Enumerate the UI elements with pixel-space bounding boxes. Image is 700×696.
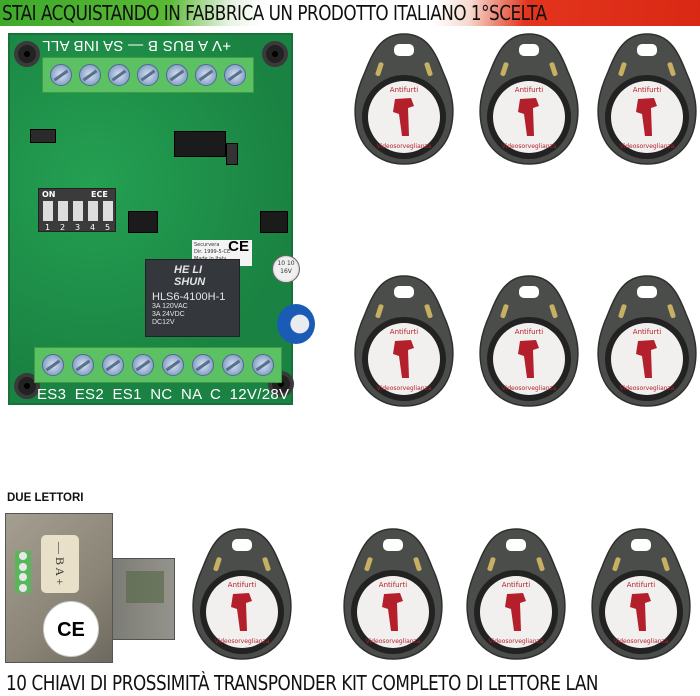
screw-terminal	[107, 64, 130, 86]
ic-chip	[174, 131, 226, 157]
svg-text:Videosorveglianza: Videosorveglianza	[215, 638, 270, 645]
svg-text:Antifurti: Antifurti	[515, 86, 543, 94]
transponder-key-fob: Antifurti Videosorveglianza	[476, 32, 582, 166]
svg-text:Antifurti: Antifurti	[502, 581, 530, 589]
svg-text:Videosorveglianza: Videosorveglianza	[502, 143, 557, 150]
transponder-key-fob: Antifurti Videosorveglianza	[594, 32, 700, 166]
banner-title: STAI ACQUISTANDO IN FABBRICA UN PRODOTTO…	[2, 1, 547, 25]
screw-terminal	[195, 64, 218, 86]
svg-text:Antifurti: Antifurti	[379, 581, 407, 589]
transponder-key-fob: Antifurti Videosorveglianza	[189, 527, 295, 661]
ic-chip	[260, 211, 288, 233]
svg-text:Antifurti: Antifurti	[228, 581, 256, 589]
electrolytic-capacitor	[277, 304, 315, 344]
push-button	[226, 143, 238, 165]
screw-terminal	[136, 64, 159, 86]
top-terminal-block	[42, 57, 254, 93]
bottom-terminal-block	[34, 347, 282, 383]
transponder-key-fob: Antifurti Videosorveglianza	[351, 32, 457, 166]
svg-text:Antifurti: Antifurti	[390, 86, 418, 94]
relay: HE LI SHUN HLS6-4100H-1 3A 120VAC 3A 24V…	[145, 259, 240, 337]
svg-text:Videosorveglianza: Videosorveglianza	[377, 143, 432, 150]
screw-terminal	[49, 64, 72, 86]
svg-text:Antifurti: Antifurti	[633, 86, 661, 94]
svg-text:Videosorveglianza: Videosorveglianza	[502, 385, 557, 392]
svg-text:Videosorveglianza: Videosorveglianza	[377, 385, 432, 392]
dip-switch: ON ECE 1 2 3 4 5	[38, 188, 116, 232]
transponder-key-fob: Antifurti Videosorveglianza	[594, 274, 700, 408]
footer-caption: 10 CHIAVI DI PROSSIMITÀ TRANSPONDER KIT …	[6, 671, 599, 695]
svg-text:Videosorveglianza: Videosorveglianza	[620, 385, 675, 392]
svg-text:Antifurti: Antifurti	[633, 328, 661, 336]
svg-text:Videosorveglianza: Videosorveglianza	[489, 638, 544, 645]
top-terminal-labels: +V A BUS B — SA INB ALL	[42, 37, 232, 54]
reader-terminal	[15, 551, 31, 593]
reader-connector	[105, 558, 175, 640]
reader-title: DUE LETTORI	[7, 492, 84, 504]
screw-terminal	[78, 64, 101, 86]
bottom-terminal-labels: ES3 ES2 ES1 NC NA C 12V/28V	[37, 386, 290, 403]
capacitor: 10 10 16V	[272, 255, 300, 283]
transponder-key-fob: Antifurti Videosorveglianza	[351, 274, 457, 408]
header-banner	[0, 0, 700, 26]
mount-hole	[262, 41, 288, 67]
lan-reader: — B A + CE	[5, 513, 175, 663]
svg-text:Videosorveglianza: Videosorveglianza	[366, 638, 421, 645]
svg-text:Antifurti: Antifurti	[390, 328, 418, 336]
transponder-key-fob: Antifurti Videosorveglianza	[340, 527, 446, 661]
transponder-key-fob: Antifurti Videosorveglianza	[588, 527, 694, 661]
reader-ce-seal: CE	[43, 601, 99, 657]
svg-text:Antifurti: Antifurti	[515, 328, 543, 336]
svg-text:Videosorveglianza: Videosorveglianza	[614, 638, 669, 645]
transponder-key-fob: Antifurti Videosorveglianza	[476, 274, 582, 408]
jumper	[30, 129, 56, 143]
mount-hole	[14, 41, 40, 67]
svg-text:Videosorveglianza: Videosorveglianza	[620, 143, 675, 150]
svg-text:Antifurti: Antifurti	[627, 581, 655, 589]
reader-terminal-label: — B A +	[41, 535, 79, 593]
screw-terminal	[224, 64, 247, 86]
screw-terminal	[166, 64, 189, 86]
controller-board: +V A BUS B — SA INB ALL ON ECE 1 2 3 4 5…	[8, 33, 300, 405]
transponder-key-fob: Antifurti Videosorveglianza	[463, 527, 569, 661]
ic-chip	[128, 211, 158, 233]
